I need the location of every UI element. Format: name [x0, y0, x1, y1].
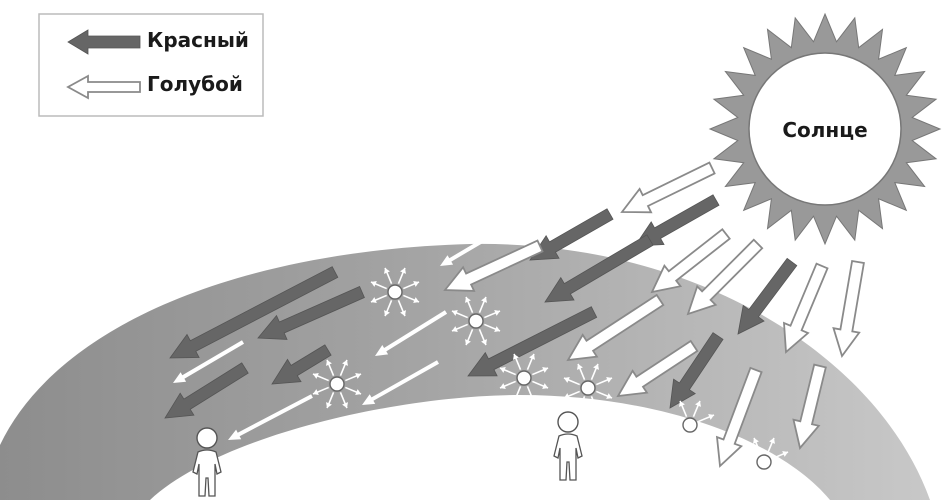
scatter-particle: [370, 267, 420, 317]
legend-red-arrow: [67, 29, 141, 55]
observer-icon: [192, 427, 222, 497]
sun-label: Солнце: [782, 118, 867, 142]
blue-light-ray: [792, 363, 827, 450]
red-light-ray: [257, 285, 365, 340]
red-light-ray: [737, 257, 798, 335]
scattering-particles: [312, 267, 789, 487]
red-light-ray: [169, 266, 339, 359]
scatter-particle: [312, 359, 362, 409]
legend-blue-arrow-icon: [66, 74, 141, 100]
observers: [192, 411, 583, 497]
sun-disc: [748, 52, 902, 206]
blue-light-ray: [566, 293, 665, 362]
scatter-particle: [499, 353, 549, 403]
blue-light-ray: [616, 339, 699, 398]
light-rays: [164, 161, 865, 468]
sun: Солнце: [708, 12, 942, 246]
blue-light-ray: [832, 259, 865, 358]
blue-light-ray: [443, 239, 544, 292]
blue-light-ray: [783, 262, 829, 354]
observer-icon: [553, 411, 583, 481]
scatter-particle: [451, 296, 501, 346]
scattered-blue-ray: [228, 394, 313, 440]
legend-blue-label: Голубой: [147, 72, 243, 96]
scatter-particle: [739, 437, 789, 487]
scattered-blue-ray: [173, 340, 244, 383]
red-light-ray: [669, 332, 724, 409]
blue-light-ray: [650, 228, 731, 294]
scattered-blue-ray: [440, 238, 485, 266]
legend: Красный Голубой: [38, 13, 264, 117]
scatter-particle: [665, 400, 715, 450]
blue-light-ray: [715, 366, 763, 468]
red-light-ray: [271, 344, 332, 385]
scatter-particle: [563, 363, 613, 413]
legend-box: [38, 13, 264, 117]
blue-light-ray: [620, 161, 716, 214]
scattered-blue-ray: [375, 310, 448, 356]
legend-red-label: Красный: [147, 28, 249, 52]
blue-light-ray: [686, 238, 764, 316]
red-light-ray: [164, 362, 249, 419]
legend-red-arrow-icon: [67, 29, 141, 55]
red-light-ray: [544, 234, 654, 303]
red-light-ray: [529, 208, 614, 261]
red-light-ray: [467, 306, 598, 377]
scattered-blue-ray: [362, 360, 439, 405]
legend-blue-arrow: [66, 74, 141, 100]
